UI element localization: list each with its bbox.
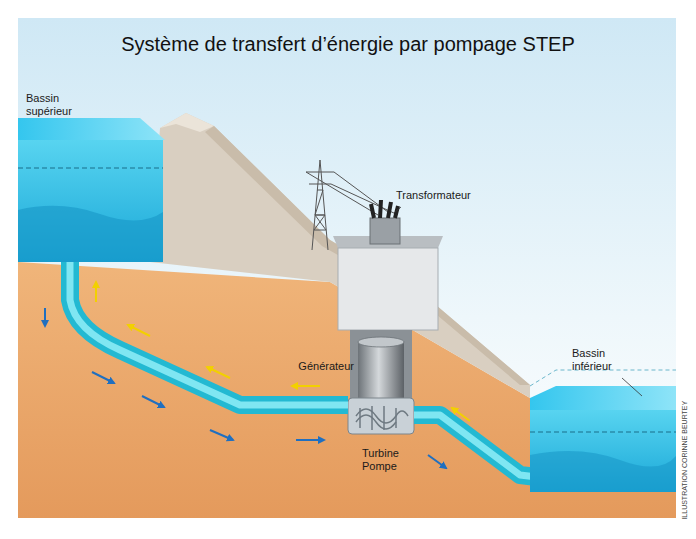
generator-label: Générateur: [270, 360, 354, 373]
transformer-label: Transformateur: [396, 189, 506, 202]
turbine-label: Turbine Pompe: [362, 447, 412, 473]
basin-label: Bassin inférieur: [572, 347, 632, 373]
title: Système de transfert d’énergie par pompa…: [48, 32, 648, 56]
basin-label: Bassin supérieur: [26, 92, 92, 118]
watermark: ILLUSTRATION CORINNE BEURTEY: [681, 395, 689, 525]
